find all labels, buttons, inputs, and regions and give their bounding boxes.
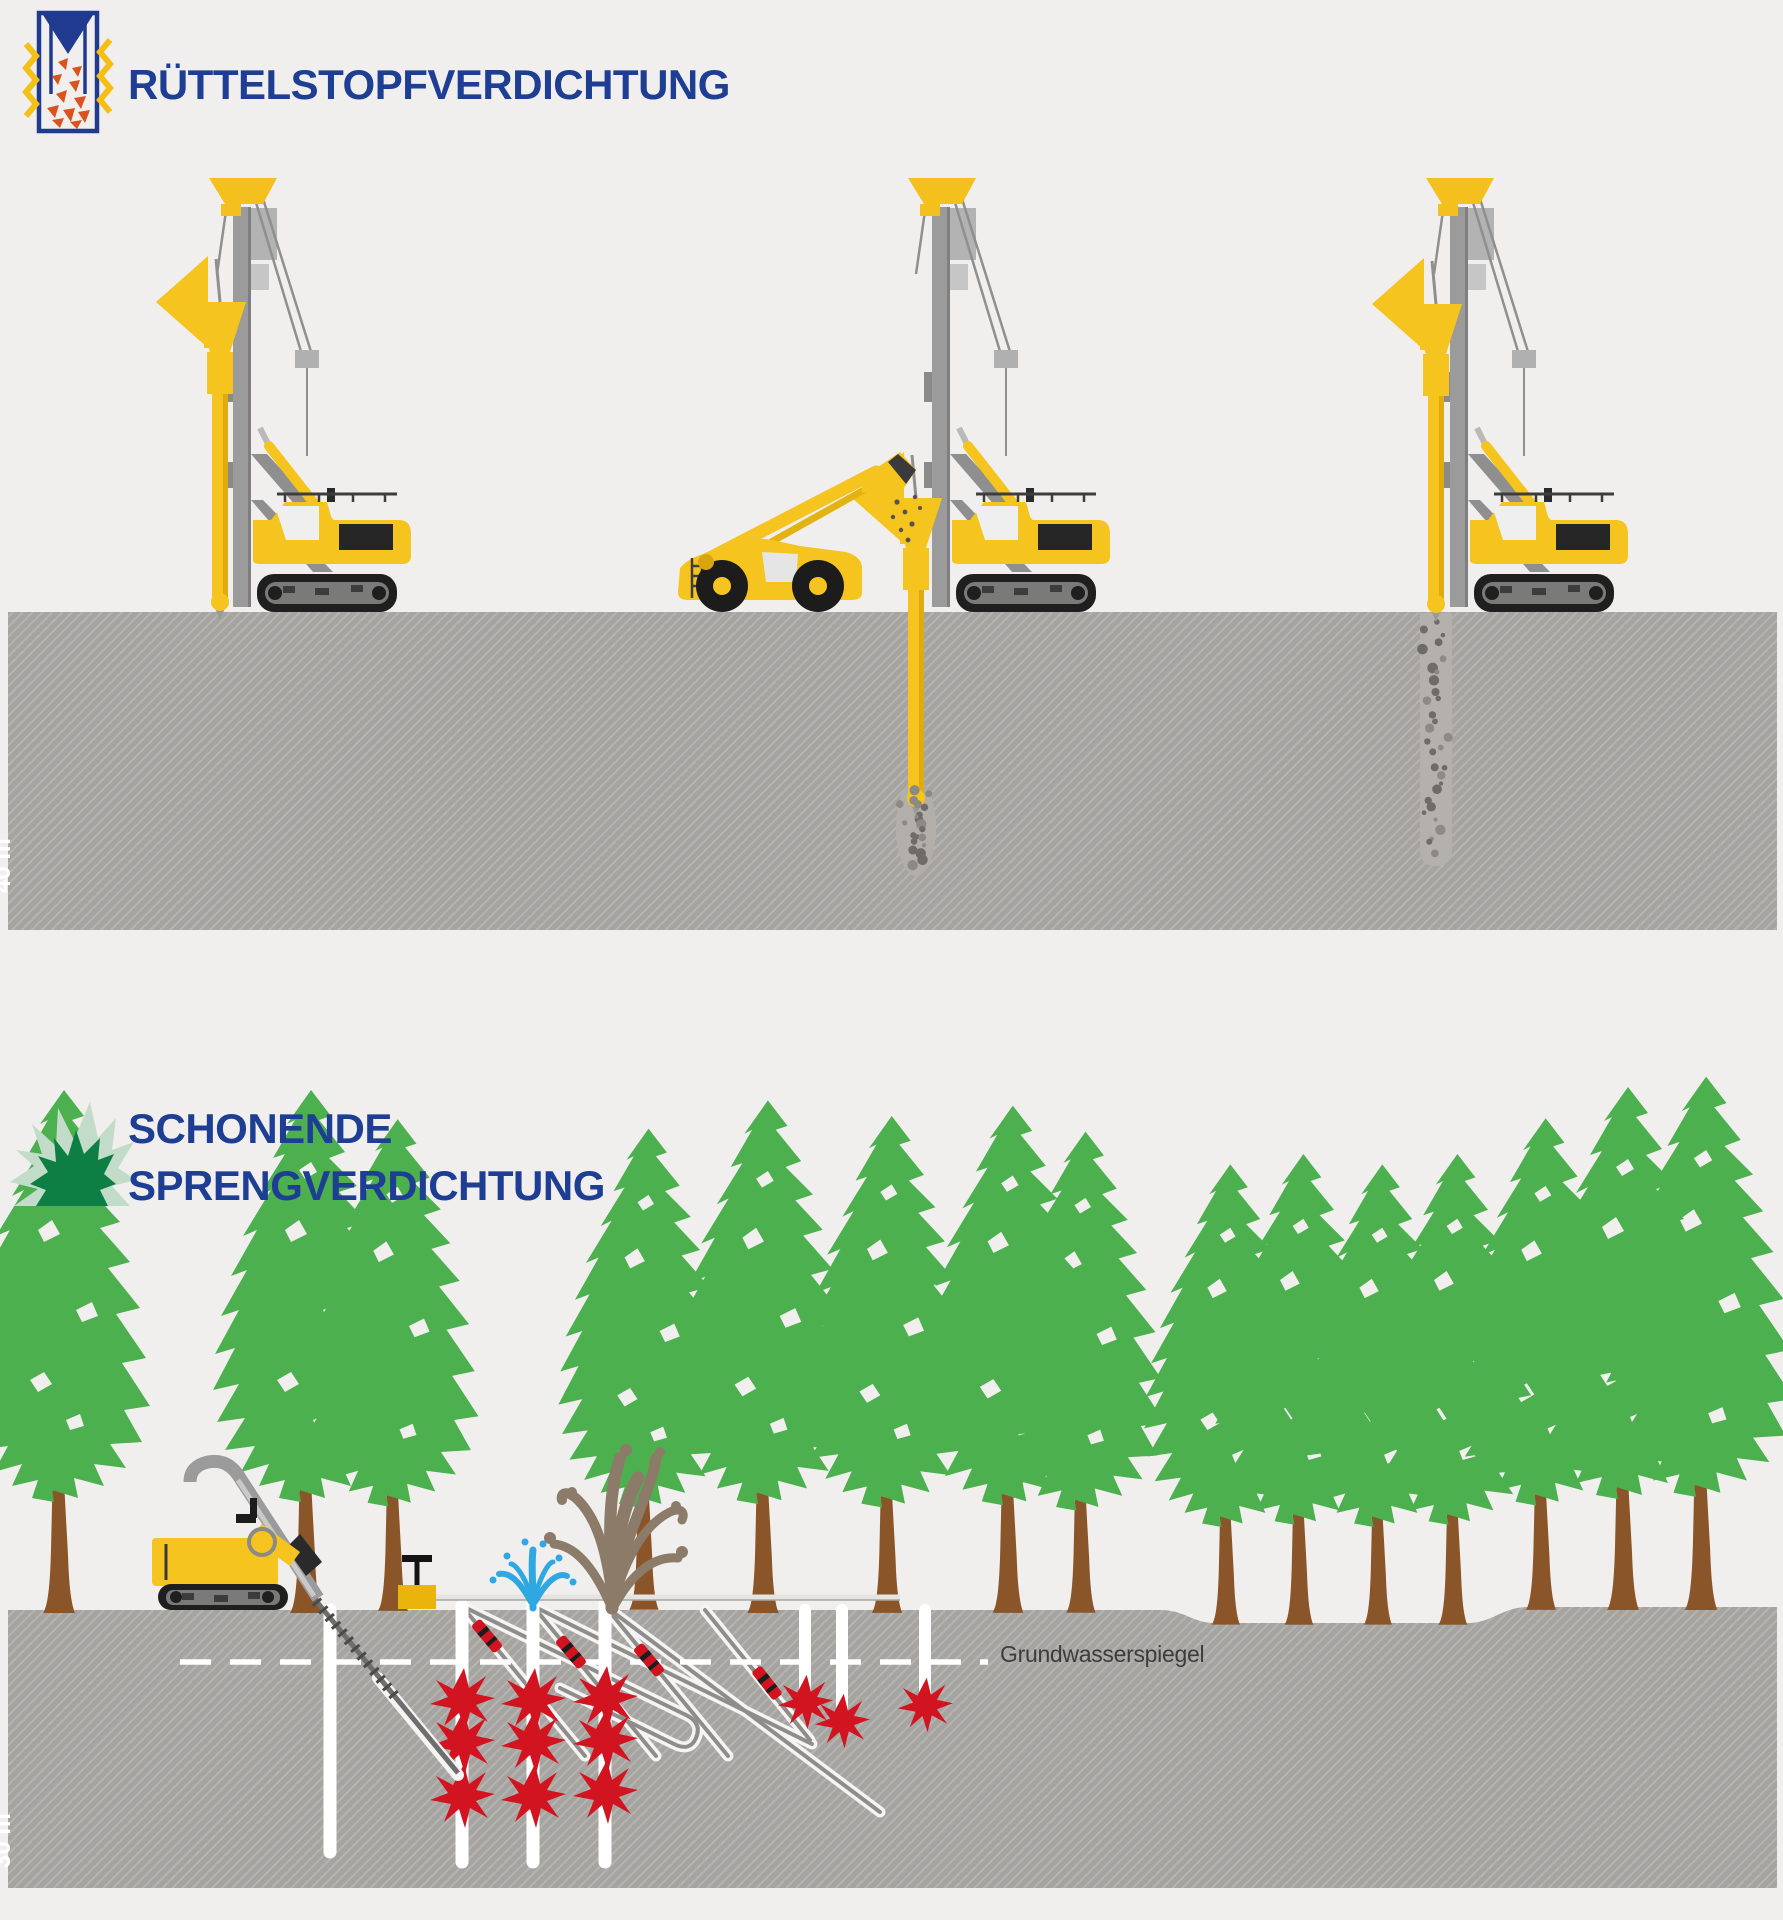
drill-rig — [152, 1454, 464, 1781]
vibro-rig-2 — [850, 178, 1110, 876]
section2-title-line1: SCHONENDE — [128, 1105, 392, 1152]
detonator-box — [398, 1555, 900, 1609]
groundwater-label: Grundwasserspiegel — [1000, 1641, 1205, 1667]
depth-label-top-value: 40 m — [0, 838, 16, 893]
scene-blast-compaction — [0, 1076, 1783, 1888]
wheel-loader — [678, 452, 922, 612]
vibro-rig-3 — [1370, 178, 1628, 624]
depth-label-bottom: max. Verdichtungstiefe 30 m — [0, 1676, 18, 1868]
ground-block-bottom — [8, 1607, 1777, 1888]
plunger-handle — [402, 1555, 432, 1562]
stone-column — [1417, 613, 1453, 866]
section2-title-line2: SPRENGVERDICHTUNG — [128, 1162, 605, 1209]
section1-title: RÜTTELSTOPFVERDICHTUNG — [128, 61, 730, 108]
scene-vibro-compaction — [8, 178, 1777, 930]
ground-block-top — [8, 612, 1777, 930]
depth-label-bottom-value: 30 m — [0, 1813, 16, 1868]
gravel-cloud — [895, 785, 933, 871]
gravel-stones — [47, 58, 90, 129]
depth-label-top: max. Verdichtungstiefe 40 m — [0, 701, 18, 893]
falling-gravel — [890, 494, 922, 543]
water-fountain — [489, 1538, 577, 1612]
vibro-rig-1 — [154, 178, 411, 622]
mud-fountain — [544, 1444, 688, 1615]
vibro-column-icon — [22, 10, 114, 134]
blast-explosion-icon — [10, 1102, 136, 1206]
section2-title: SCHONENDE SPRENGVERDICHTUNG — [128, 1100, 605, 1214]
